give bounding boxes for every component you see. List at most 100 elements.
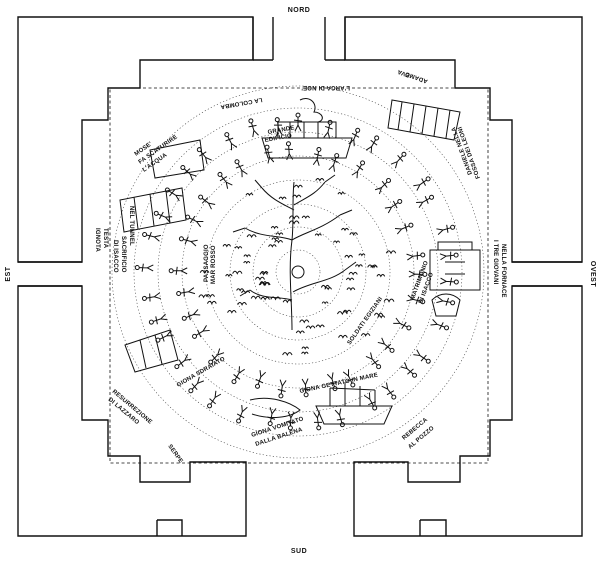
figure-mark (394, 222, 414, 235)
figure-mark (439, 277, 459, 286)
figure-mark (384, 198, 403, 214)
figure-mark (293, 112, 303, 132)
figure-mark (406, 251, 426, 261)
bird-mark (275, 232, 284, 236)
figure-mark (436, 224, 456, 235)
figure-mark (207, 390, 222, 409)
bird-mark (349, 232, 358, 236)
bird-mark (345, 277, 355, 282)
figure-mark (277, 379, 287, 399)
bird-mark (358, 253, 366, 257)
figure-mark (413, 176, 431, 191)
label-ignota: IGNOTA (94, 228, 100, 253)
figure-mark (334, 408, 345, 428)
bird-mark (246, 234, 257, 239)
figure-mark (168, 266, 188, 275)
bird-mark (236, 288, 245, 292)
figure-mark (377, 337, 395, 353)
bird-mark (370, 265, 378, 269)
label-nel-tunnel: NEL TUNNEL (128, 206, 134, 246)
bird-mark (270, 226, 279, 230)
bird-mark (241, 290, 251, 295)
bird-mark (383, 298, 395, 303)
figure-mark (267, 407, 277, 427)
figure-mark (286, 411, 295, 431)
building-walls (17, 16, 583, 537)
bird-mark (315, 324, 325, 329)
bird-mark (237, 302, 247, 306)
bird-mark (198, 294, 209, 299)
bird-mark (270, 296, 281, 301)
bird-mark (337, 192, 345, 196)
tower-scene (429, 241, 481, 317)
figure-mark (436, 296, 456, 306)
figure-mark (312, 146, 322, 166)
figure-mark (176, 287, 196, 297)
label-soldati: SOLDATI EGIZIANI (347, 296, 385, 346)
figure-mark (134, 263, 154, 272)
label-east: EST (5, 266, 12, 281)
figure-mark (255, 370, 267, 389)
figure-mark (153, 210, 173, 223)
figure-mark (301, 378, 310, 398)
bird-mark (282, 299, 292, 304)
label-sacrificio: SACRIFICIO (120, 236, 126, 273)
figure-mark (342, 369, 356, 388)
figure-mark (141, 292, 161, 302)
bird-mark (336, 311, 348, 316)
mosaic-frame (109, 87, 489, 464)
bird-mark (341, 227, 349, 232)
bird-mark (199, 270, 210, 274)
bird-mark (282, 352, 293, 357)
figure-mark (351, 160, 366, 179)
figure-mark (413, 349, 431, 364)
bird-mark (305, 325, 316, 330)
figure-mark (231, 366, 245, 385)
figure-mark (181, 309, 201, 321)
figure-mark (188, 376, 204, 394)
label-serpe: SERPE (166, 444, 183, 465)
label-giona-gettato: GIONA GETTATO IN MARE (299, 372, 378, 394)
label-mar-rosso: MAR ROSSO (211, 245, 217, 284)
bird-mark (315, 178, 325, 182)
bird-mark (344, 254, 353, 259)
bird-mark (260, 296, 270, 301)
bird-mark (292, 194, 302, 199)
bird-mark (360, 333, 371, 337)
bird-mark (222, 244, 232, 248)
bird-mark (243, 260, 251, 265)
bird-mark (225, 274, 233, 278)
figure-mark (180, 165, 197, 181)
figure-mark (192, 325, 210, 339)
figure-mark (363, 392, 378, 411)
figure-mark (406, 294, 426, 305)
bird-mark (268, 244, 277, 248)
label-tre: I TRE GIOVANI (492, 240, 498, 285)
figure-mark (198, 194, 216, 210)
figure-mark (174, 354, 192, 370)
bird-mark (243, 254, 251, 258)
figure-mark (217, 171, 233, 189)
bird-mark (258, 282, 270, 287)
bird-mark (245, 192, 254, 197)
bird-mark (301, 351, 309, 355)
bird-mark (259, 272, 268, 276)
label-south: SUD (291, 548, 307, 555)
scattered-birds (198, 178, 397, 357)
bird-mark (227, 310, 237, 314)
bird-mark (355, 264, 363, 268)
bird-mark (274, 239, 284, 244)
label-testa: TESTA (102, 228, 108, 249)
bird-mark (338, 334, 348, 339)
bird-mark (385, 250, 397, 255)
central-tree (232, 174, 357, 331)
bird-mark (278, 196, 287, 200)
bird-mark (295, 330, 305, 335)
figure-mark (185, 214, 204, 228)
boat-scene (249, 382, 393, 425)
label-north: NORD (288, 7, 311, 14)
bird-mark (321, 301, 329, 305)
label-grande: GRANDE (267, 125, 295, 136)
